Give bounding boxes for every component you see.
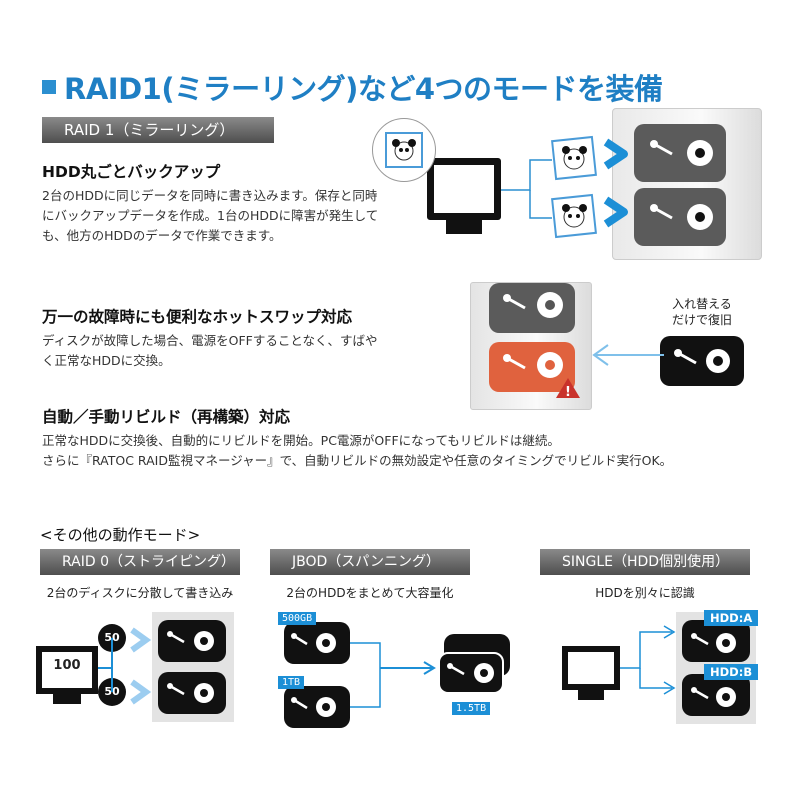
jbod-disk-b-tag: 1TB — [278, 676, 305, 689]
single-disk-b-tag: HDD:B — [704, 664, 759, 680]
raid1-band: RAID 1（ミラーリング） — [42, 117, 274, 143]
raid0-total: 100 — [53, 658, 81, 673]
svg-text:!: ! — [565, 385, 571, 400]
monitor-stand — [53, 694, 81, 704]
single-caption: HDDを別々に認識 — [595, 586, 695, 600]
section-body-rebuild-2: さらに『RATOC RAID監視マネージャー』で、自動リビルドの無効設定や任意の… — [42, 453, 673, 468]
monitor-icon — [36, 646, 98, 694]
page-title: RAID1(ミラーリング)など4つのモードを装備 — [64, 72, 663, 106]
warning-icon — [556, 378, 580, 398]
swap-caption: 入れ替える だけで復旧 — [671, 297, 732, 327]
monitor-stand — [578, 690, 604, 700]
section-body-backup: 2台のHDDに同じデータを同時に書き込みます。保存と同時にバックアップデータを作… — [42, 188, 379, 243]
hdd-icon — [682, 620, 750, 662]
other-modes-heading: <その他の動作モード> — [40, 526, 201, 544]
section-heading-rebuild: 自動／手動リビルド（再構築）対応 — [42, 408, 291, 426]
jbod-band: JBOD（スパンニング） — [270, 549, 470, 575]
raid0-caption: 2台のディスクに分散して書き込み — [46, 586, 234, 600]
hdd-icon — [158, 620, 226, 662]
single-band: SINGLE（HDD個別使用） — [540, 549, 750, 575]
single-disk-a-tag: HDD:A — [704, 610, 759, 626]
monitor-stand — [446, 220, 482, 234]
title-marker — [42, 80, 56, 94]
section-heading-backup: HDD丸ごとバックアップ — [42, 163, 221, 181]
hdd-icon — [158, 672, 226, 714]
monitor-icon — [562, 646, 620, 690]
panda-face — [392, 139, 587, 228]
raid0-band: RAID 0（ストライピング） — [40, 549, 240, 575]
section-body-hotswap: ディスクが故障した場合、電源をOFFすることなく、すばやく正常なHDDに交換。 — [42, 333, 378, 368]
section-heading-hotswap: 万一の故障時にも便利なホットスワップ対応 — [42, 308, 353, 326]
jbod-total-tag: 1.5TB — [452, 702, 491, 715]
section-body-rebuild-1: 正常なHDDに交換後、自動的にリビルドを開始。PC電源がOFFになってもリビルド… — [42, 433, 560, 448]
jbod-caption: 2台のHDDをまとめて大容量化 — [286, 586, 454, 600]
monitor-icon — [427, 158, 501, 220]
jbod-disk-a-tag: 500GB — [278, 612, 317, 625]
hdd-icon — [682, 674, 750, 716]
